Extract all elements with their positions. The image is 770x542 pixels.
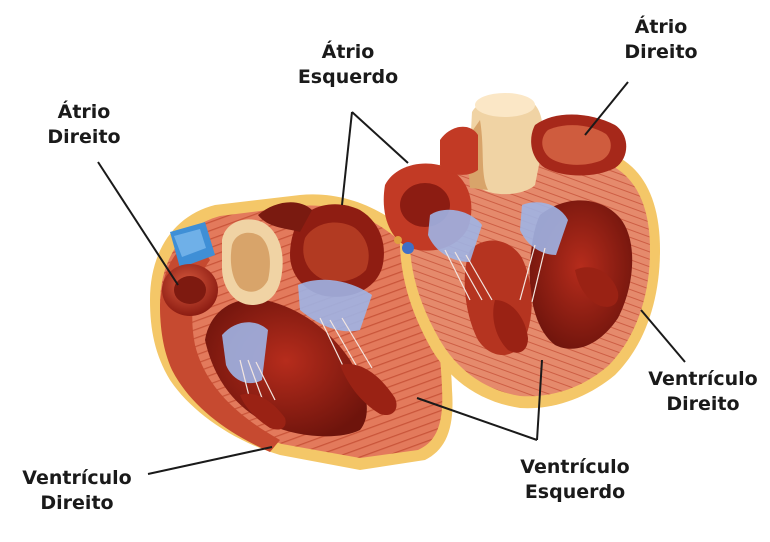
label-atrio-esquerdo-line1: Átrio xyxy=(283,40,413,65)
label-atrio-direito-left: Átrio Direito xyxy=(36,100,132,150)
label-ventriculo-direito-right: Ventrículo Direito xyxy=(640,367,766,417)
label-atrio-direito-left-line1: Átrio xyxy=(36,100,132,125)
label-atrio-direito-right: Átrio Direito xyxy=(611,15,711,65)
right-heart-coronary-fat xyxy=(394,236,402,244)
leader-atrio-direito-left xyxy=(98,162,178,285)
label-atrio-esquerdo: Átrio Esquerdo xyxy=(283,40,413,90)
leader-atrio-esquerdo-a xyxy=(342,112,352,205)
label-ventriculo-esquerdo-line2: Esquerdo xyxy=(510,480,640,505)
label-ventriculo-esquerdo: Ventrículo Esquerdo xyxy=(510,455,640,505)
right-heart-vessel-ring xyxy=(440,127,478,175)
label-ventriculo-direito-right-line1: Ventrículo xyxy=(640,367,766,392)
leader-ventriculo-direito-left xyxy=(148,447,272,474)
label-ventriculo-direito-left: Ventrículo Direito xyxy=(12,466,142,516)
left-heart-aortic-root-inner xyxy=(231,233,270,292)
right-heart-aorta-opening xyxy=(475,93,535,117)
left-heart-right-atrium-inner xyxy=(174,276,206,304)
label-atrio-direito-right-line2: Direito xyxy=(611,40,711,65)
leader-atrio-esquerdo-b xyxy=(352,112,408,163)
leader-ventriculo-direito-right xyxy=(641,310,685,362)
label-ventriculo-direito-right-line2: Direito xyxy=(640,392,766,417)
right-heart-coronary-vessel xyxy=(402,242,414,254)
label-atrio-direito-right-line1: Átrio xyxy=(611,15,711,40)
label-atrio-direito-left-line2: Direito xyxy=(36,125,132,150)
label-atrio-esquerdo-line2: Esquerdo xyxy=(283,65,413,90)
label-ventriculo-esquerdo-line1: Ventrículo xyxy=(510,455,640,480)
label-ventriculo-direito-left-line2: Direito xyxy=(12,491,142,516)
label-ventriculo-direito-left-line1: Ventrículo xyxy=(12,466,142,491)
